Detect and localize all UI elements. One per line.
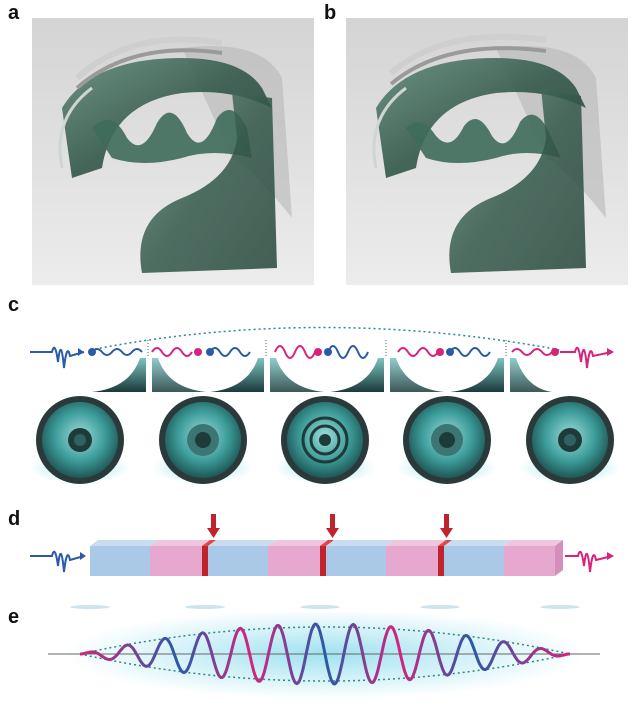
horn-resonator-4	[450, 358, 552, 392]
horn-resonators	[92, 340, 552, 392]
horn-resonator-3	[330, 358, 444, 392]
block-blue	[444, 546, 504, 576]
red-marker	[438, 546, 444, 576]
panel-e-diagram	[48, 612, 600, 699]
panel-label-d: d	[8, 508, 21, 530]
block-pink	[386, 546, 444, 576]
input-pulse-arrow-icon	[30, 550, 86, 573]
horn-resonator-2	[210, 358, 324, 392]
down-arrow-icon	[440, 514, 453, 538]
speaker-5	[520, 396, 620, 484]
red-marker	[202, 546, 208, 576]
block-pink	[150, 546, 208, 576]
down-arrow-icon	[207, 514, 220, 538]
speaker-1	[30, 396, 130, 484]
panel-a-render	[32, 18, 314, 285]
down-arrow-icon	[326, 514, 339, 538]
horn-structure-a-image	[32, 18, 314, 285]
wave-signals	[88, 345, 559, 359]
speaker-4	[397, 396, 497, 484]
panel-label-c: c	[8, 294, 20, 316]
panel-d-diagram	[30, 514, 614, 609]
horn-structure-b-image	[346, 18, 628, 285]
speakers	[30, 396, 620, 484]
output-pulse-arrow-icon	[565, 550, 614, 573]
panel-label-a: a	[8, 2, 20, 24]
speaker-2	[153, 396, 253, 484]
block-pink	[268, 546, 326, 576]
panel-label-b: b	[324, 2, 337, 24]
panel-b-render	[346, 18, 628, 285]
envelope-dotted-line	[89, 326, 561, 351]
block-blue	[90, 546, 150, 576]
panel-label-e: e	[8, 606, 20, 628]
block-pink	[504, 546, 555, 576]
red-marker	[320, 546, 326, 576]
output-pulse-arrow-icon	[560, 346, 614, 369]
layered-waveguide	[90, 540, 563, 576]
block-blue	[208, 546, 268, 576]
input-pulse-arrow-icon	[30, 346, 85, 369]
horn-resonator-1	[92, 358, 206, 392]
oscillation-wave	[80, 622, 570, 686]
panel-c-diagram	[30, 326, 620, 484]
block-blue	[326, 546, 386, 576]
envelope-lower	[79, 653, 571, 682]
speaker-3	[275, 396, 375, 484]
